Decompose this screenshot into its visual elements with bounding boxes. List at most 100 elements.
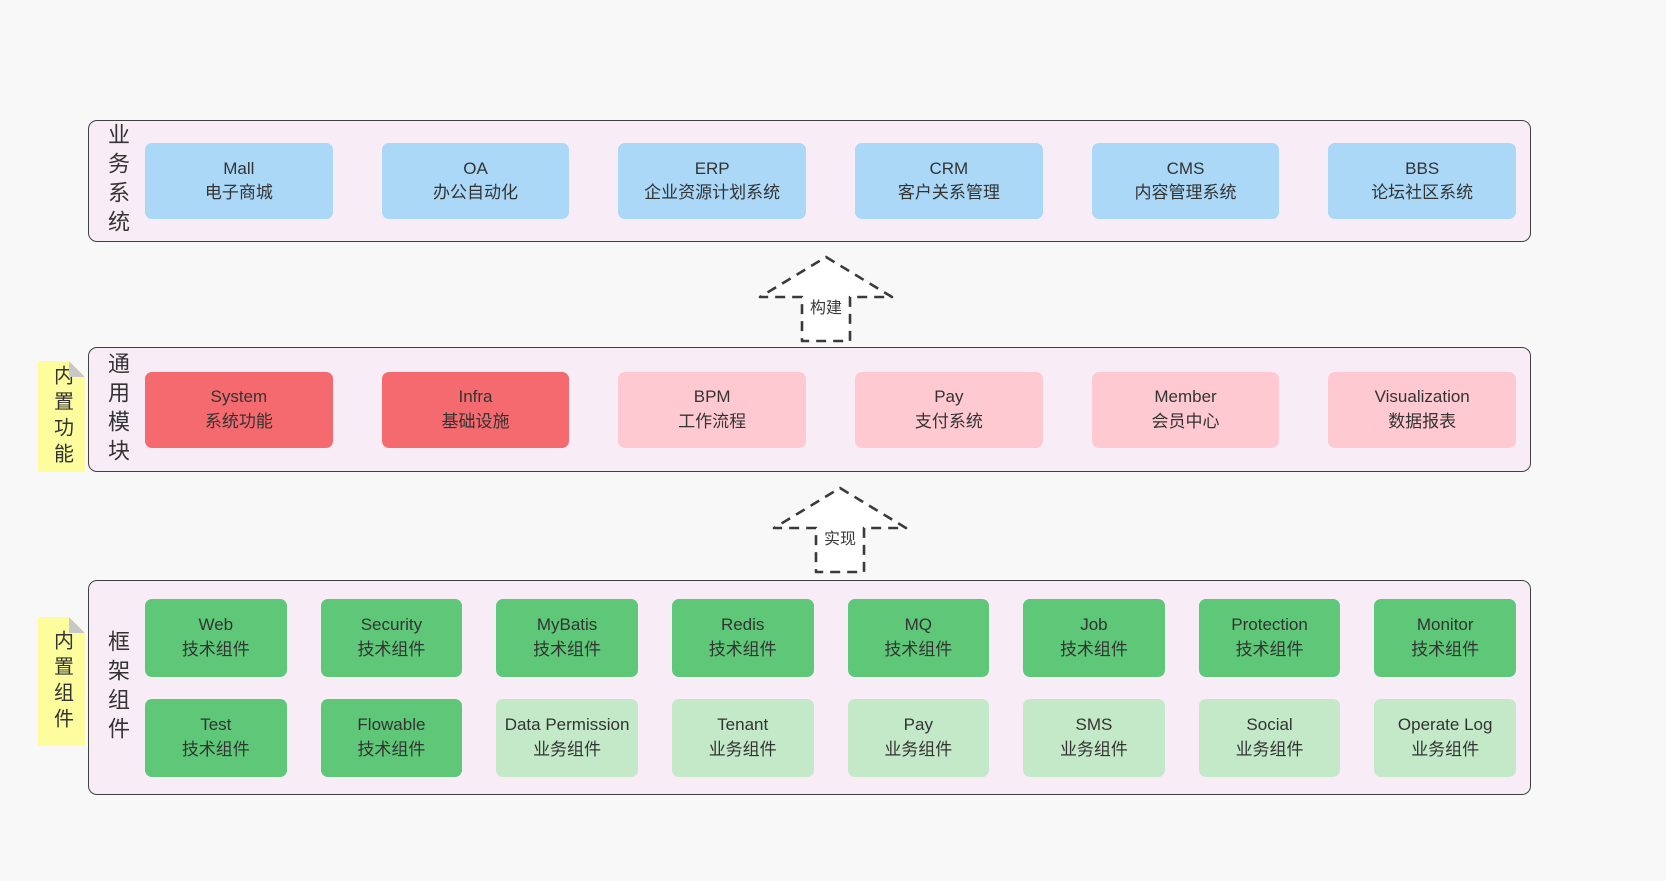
box-title: Tenant [717, 715, 769, 735]
arrow-build-label: 构建 [807, 293, 845, 318]
box-title: Visualization [1374, 387, 1470, 407]
band-framework-label: 框架组件 [89, 581, 145, 794]
box-subtitle: 技术组件 [533, 639, 602, 659]
framework-row-2: Test 技术组件 Flowable 技术组件 Data Permission … [145, 698, 1516, 777]
box-subtitle: 电子商城 [204, 183, 273, 202]
box-subtitle: 数据报表 [1388, 411, 1457, 431]
box-subtitle: 基础设施 [441, 411, 510, 431]
box-subtitle: 技术组件 [708, 639, 777, 659]
box-subtitle: 技术组件 [1235, 639, 1304, 659]
note-built-in-features-text: 内置功能 [50, 364, 73, 469]
box-title: Monitor [1416, 615, 1474, 635]
box-title: CRM [929, 158, 969, 178]
box-subtitle: 支付系统 [914, 411, 983, 431]
box-subtitle: 技术组件 [1411, 639, 1480, 659]
note-built-in-components-text: 内置组件 [50, 629, 73, 734]
box-title: Data Permission [504, 715, 630, 735]
box-social: Social 业务组件 [1198, 698, 1341, 777]
note-built-in-features: 内置功能 [38, 361, 85, 472]
box-security: Security 技术组件 [320, 598, 463, 677]
box-title: Member [1154, 387, 1217, 407]
box-mybatis: MyBatis 技术组件 [496, 598, 638, 677]
box-title: Redis [720, 615, 765, 635]
box-title: Flowable [357, 715, 426, 735]
box-subtitle: 业务组件 [1411, 739, 1480, 759]
box-flowable: Flowable 技术组件 [320, 698, 463, 777]
band-common-label: 通用模块 [89, 348, 145, 471]
box-title: Social [1246, 715, 1293, 735]
box-title: Infra [458, 387, 493, 407]
box-title: Test [200, 715, 232, 735]
box-web: Web 技术组件 [145, 598, 287, 677]
box-title: SMS [1075, 715, 1113, 735]
box-title: MyBatis [536, 615, 598, 635]
band-framework-components: 框架组件 Web 技术组件 Security 技术组件 MyBatis 技术组件… [88, 580, 1531, 795]
band-common-label-text: 通用模块 [105, 351, 130, 468]
box-subtitle: 办公自动化 [433, 183, 518, 202]
box-data-permission: Data Permission 业务组件 [496, 698, 638, 777]
box-subtitle: 客户关系管理 [897, 183, 1000, 202]
box-title: CMS [1166, 158, 1205, 178]
box-test: Test 技术组件 [145, 698, 287, 777]
box-title: BPM [693, 387, 731, 407]
box-tenant: Tenant 业务组件 [671, 698, 814, 777]
box-title: Mall [223, 158, 255, 178]
box-title: Web [198, 615, 234, 635]
box-subtitle: 技术组件 [357, 739, 426, 759]
box-operate-log: Operate Log 业务组件 [1374, 698, 1516, 777]
arrow-implement: 实现 [770, 486, 910, 574]
box-pay-component: Pay 业务组件 [847, 698, 990, 777]
box-title: MQ [904, 615, 932, 635]
box-subtitle: 技术组件 [181, 639, 250, 659]
box-cms: CMS 内容管理系统 [1091, 143, 1280, 219]
box-title: BBS [1405, 158, 1440, 178]
business-boxes: Mall 电子商城 OA 办公自动化 ERP 企业资源计划系统 CRM 客户关系… [145, 143, 1517, 219]
box-title: Operate Log [1397, 715, 1493, 735]
box-title: Protection [1231, 615, 1308, 635]
box-subtitle: 业务组件 [533, 739, 602, 759]
box-mall: Mall 电子商城 [145, 143, 333, 219]
box-member: Member 会员中心 [1091, 371, 1280, 448]
box-subtitle: 系统功能 [204, 411, 273, 431]
box-subtitle: 业务组件 [884, 739, 953, 759]
box-subtitle: 技术组件 [1059, 639, 1128, 659]
box-subtitle: 业务组件 [708, 739, 777, 759]
box-title: Pay [934, 387, 964, 407]
box-title: OA [463, 158, 488, 178]
band-business-label: 业务系统 [89, 121, 145, 241]
box-system: System 系统功能 [145, 371, 333, 448]
box-title: Security [360, 615, 423, 635]
box-subtitle: 企业资源计划系统 [644, 183, 781, 202]
box-crm: CRM 客户关系管理 [855, 143, 1043, 219]
box-title: Job [1080, 615, 1108, 635]
arrow-implement-label: 实现 [821, 524, 859, 549]
arrow-build: 构建 [756, 255, 896, 343]
band-business-label-text: 业务系统 [105, 123, 130, 239]
box-subtitle: 技术组件 [884, 639, 953, 659]
note-fold-corner-icon [69, 617, 85, 633]
box-erp: ERP 企业资源计划系统 [618, 143, 807, 219]
box-redis: Redis 技术组件 [671, 598, 814, 677]
box-monitor: Monitor 技术组件 [1374, 598, 1516, 677]
box-subtitle: 技术组件 [181, 739, 250, 759]
box-title: Pay [903, 715, 933, 735]
box-subtitle: 内容管理系统 [1134, 183, 1237, 202]
box-subtitle: 业务组件 [1059, 739, 1128, 759]
box-subtitle: 会员中心 [1151, 411, 1220, 431]
band-framework-label-text: 框架组件 [105, 629, 130, 746]
box-pay-module: Pay 支付系统 [855, 371, 1043, 448]
box-bpm: BPM 工作流程 [618, 371, 807, 448]
band-business-systems: 业务系统 Mall 电子商城 OA 办公自动化 ERP 企业资源计划系统 CRM… [88, 120, 1531, 242]
note-fold-corner-icon [69, 361, 85, 377]
box-infra: Infra 基础设施 [381, 371, 570, 448]
box-subtitle: 业务组件 [1235, 739, 1304, 759]
box-subtitle: 技术组件 [357, 639, 426, 659]
box-visualization: Visualization 数据报表 [1328, 371, 1517, 448]
box-job: Job 技术组件 [1023, 598, 1165, 677]
box-title: ERP [694, 158, 730, 178]
common-boxes: System 系统功能 Infra 基础设施 BPM 工作流程 Pay 支付系统… [145, 371, 1517, 448]
box-title: System [210, 387, 268, 407]
box-mq: MQ 技术组件 [847, 598, 990, 677]
band-common-modules: 通用模块 System 系统功能 Infra 基础设施 BPM 工作流程 Pay… [88, 347, 1531, 472]
